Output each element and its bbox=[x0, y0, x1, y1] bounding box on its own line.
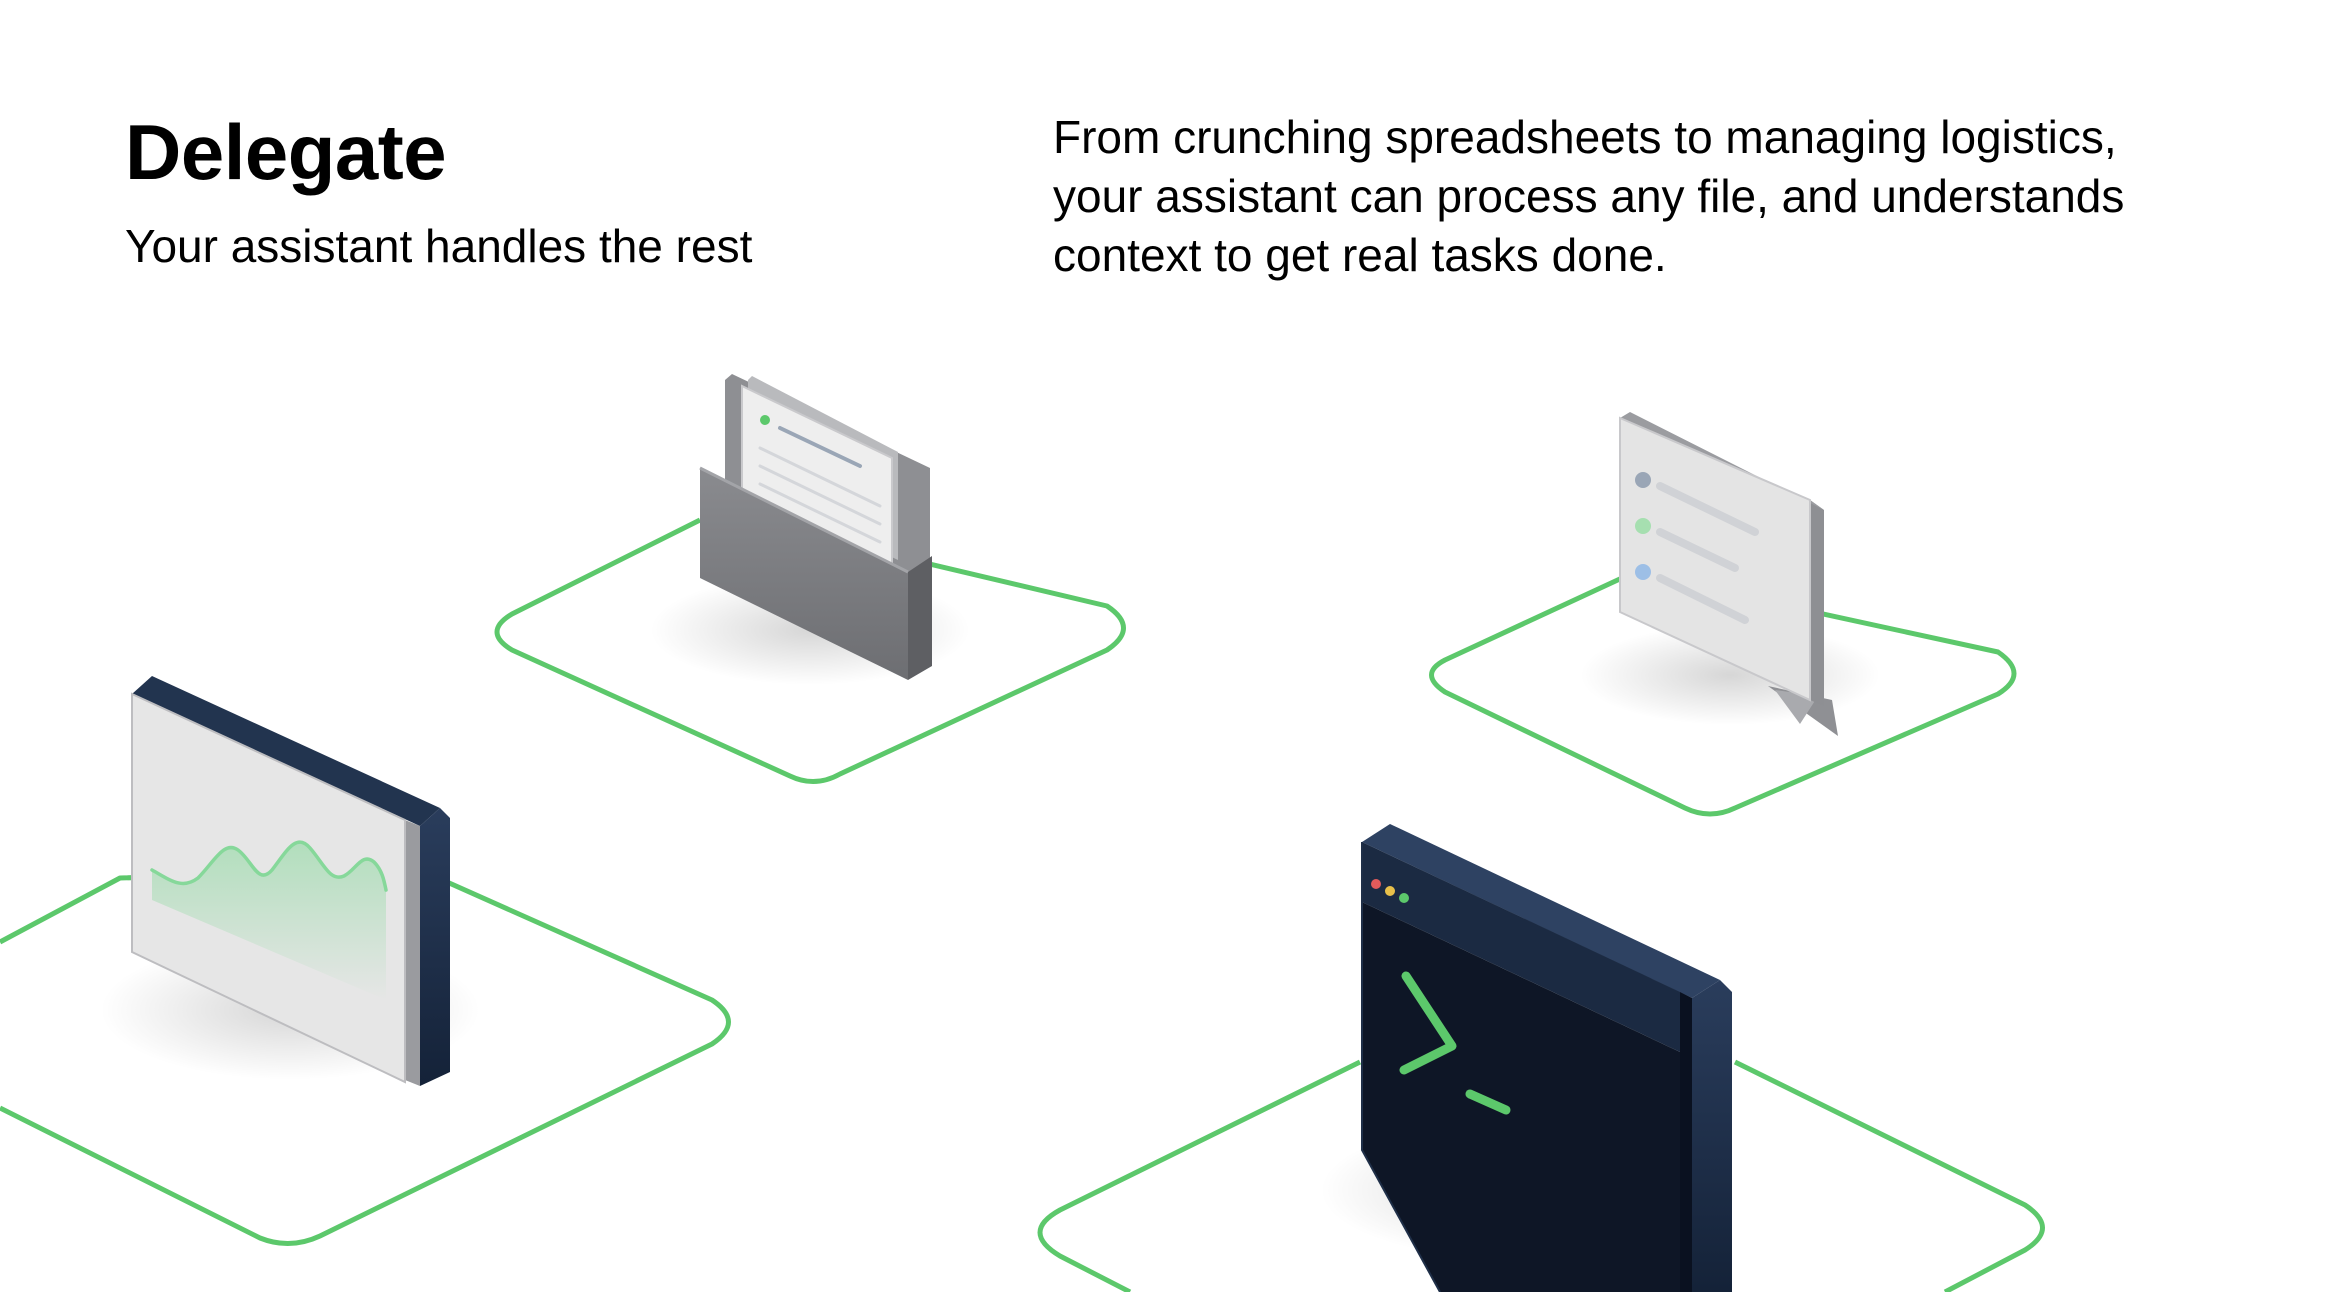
description-line: From crunching spreadsheets to managing … bbox=[1053, 111, 2117, 163]
page-title: Delegate bbox=[125, 108, 447, 196]
terminal-window-icon bbox=[1320, 824, 1732, 1292]
chart-platform bbox=[0, 867, 731, 1246]
description-line: context to get real tasks done. bbox=[1053, 229, 1667, 281]
terminal-platform bbox=[1037, 1059, 2045, 1292]
page-subtitle: Your assistant handles the rest bbox=[125, 220, 753, 272]
folder-documents-icon bbox=[650, 374, 970, 685]
chart-monitor-icon bbox=[100, 676, 480, 1086]
checklist-speech-bubble-icon bbox=[1580, 412, 1880, 736]
checklist-platform bbox=[1429, 569, 2017, 817]
description: From crunching spreadsheets to managing … bbox=[1053, 108, 2333, 285]
folder-platform bbox=[494, 511, 1126, 784]
description-line: your assistant can process any file, and… bbox=[1053, 170, 2125, 222]
